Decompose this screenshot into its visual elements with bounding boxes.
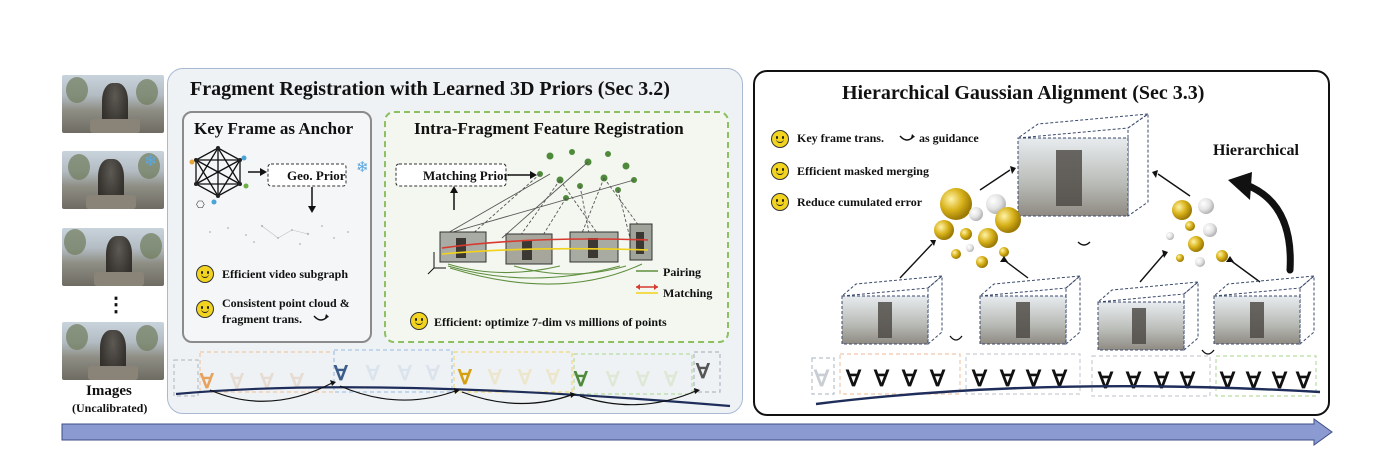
svg-text:∀: ∀ xyxy=(1179,368,1196,393)
key-frame-title: Key Frame as Anchor xyxy=(194,119,354,138)
svg-text:∀: ∀ xyxy=(1051,366,1068,391)
alignment-benefit-1a: Key frame trans. xyxy=(797,131,884,145)
svg-text:∀: ∀ xyxy=(1153,368,1170,393)
svg-text:∀: ∀ xyxy=(1271,368,1288,393)
key-frame-graph: ⎔ xyxy=(189,146,349,245)
smiley-icon xyxy=(196,300,214,318)
fragment-timeline: ∀∀ ∀∀ ∀∀ ∀∀ ∀∀ ∀∀ ∀∀ ∀∀ ∀ xyxy=(173,349,731,408)
svg-text:∀: ∀ xyxy=(1097,368,1114,393)
intra-benefit: Efficient: optimize 7-dim vs millions of… xyxy=(434,315,667,329)
smiley-icon xyxy=(771,130,789,148)
camera-icon: ⎔ xyxy=(196,200,205,211)
hierarchical-arrow-icon xyxy=(1228,172,1252,200)
svg-text:∀: ∀ xyxy=(487,367,503,389)
svg-text:∀: ∀ xyxy=(545,367,561,389)
svg-text:∀: ∀ xyxy=(1125,368,1142,393)
svg-text:∀: ∀ xyxy=(901,366,918,391)
svg-text:∀: ∀ xyxy=(873,366,890,391)
images-label: Images xyxy=(86,383,132,399)
svg-text:∀: ∀ xyxy=(229,371,245,393)
snowflake-icon: ❄ xyxy=(144,153,158,170)
svg-text:∀: ∀ xyxy=(457,367,473,389)
svg-text:∀: ∀ xyxy=(695,361,711,383)
images-ellipsis: ⋮ xyxy=(106,294,126,316)
svg-text:∀: ∀ xyxy=(397,363,413,385)
smiley-icon xyxy=(771,162,789,180)
transform-curve-icon xyxy=(313,314,329,321)
alignment-diagram: ∀ ∀∀∀∀ ∀∀∀∀ ∀∀∀∀ ∀∀∀∀ xyxy=(811,113,1321,406)
smiley-icon xyxy=(771,193,789,211)
snowflake-icon: ❄ xyxy=(356,160,369,176)
hierarchical-alignment-panel xyxy=(753,70,1330,416)
svg-text:∀: ∀ xyxy=(845,366,862,391)
svg-text:∀: ∀ xyxy=(289,371,305,393)
intra-fragment-title: Intra-Fragment Feature Registration xyxy=(414,119,684,138)
alignment-benefit-2: Efficient masked merging xyxy=(797,164,929,178)
hierarchical-label: Hierarchical xyxy=(1213,142,1299,159)
svg-text:∀: ∀ xyxy=(333,363,349,385)
svg-text:∀: ∀ xyxy=(365,363,381,385)
svg-text:∀: ∀ xyxy=(605,369,621,391)
intra-fragment-diagram xyxy=(395,149,658,294)
smiley-icon xyxy=(196,265,214,283)
input-image-4 xyxy=(62,322,164,380)
input-image-2: ❄ xyxy=(62,151,164,209)
svg-text:∀: ∀ xyxy=(635,369,651,391)
svg-text:∀: ∀ xyxy=(517,367,533,389)
svg-text:∀: ∀ xyxy=(999,366,1016,391)
intra-fragment-subpanel xyxy=(384,111,729,343)
svg-text:∀: ∀ xyxy=(199,371,215,393)
smiley-icon xyxy=(410,312,428,330)
key-frame-benefit-3: fragment trans. xyxy=(222,312,302,326)
matching-prior-label: Matching Prior xyxy=(423,168,510,183)
svg-text:∀: ∀ xyxy=(663,369,679,391)
legend-pairing: Pairing xyxy=(663,265,701,279)
input-image-3 xyxy=(62,228,164,286)
geo-prior-label: Geo. Prior xyxy=(287,168,346,183)
key-frame-benefit-2: Consistent point cloud & xyxy=(222,296,350,310)
legend-matching: Matching xyxy=(663,286,713,300)
key-frame-benefit-1: Efficient video subgraph xyxy=(222,267,349,281)
timeline-arrow xyxy=(61,418,1333,446)
svg-text:∀: ∀ xyxy=(1245,368,1262,393)
svg-text:∀: ∀ xyxy=(1295,368,1312,393)
transform-curve-icon xyxy=(899,134,915,141)
svg-text:∀: ∀ xyxy=(971,366,988,391)
images-sublabel: (Uncalibrated) xyxy=(72,401,148,415)
input-image-1 xyxy=(62,75,164,133)
svg-text:∀: ∀ xyxy=(573,369,589,391)
alignment-benefit-3: Reduce cumulated error xyxy=(797,195,923,209)
svg-text:∀: ∀ xyxy=(929,366,946,391)
svg-text:∀: ∀ xyxy=(425,363,441,385)
svg-text:∀: ∀ xyxy=(813,366,830,391)
svg-text:∀: ∀ xyxy=(1025,366,1042,391)
alignment-benefit-1b: as guidance xyxy=(919,131,979,145)
alignment-panel-title: Hierarchical Gaussian Alignment (Sec 3.3… xyxy=(842,82,1205,104)
fragment-panel-title: Fragment Registration with Learned 3D Pr… xyxy=(190,78,670,100)
